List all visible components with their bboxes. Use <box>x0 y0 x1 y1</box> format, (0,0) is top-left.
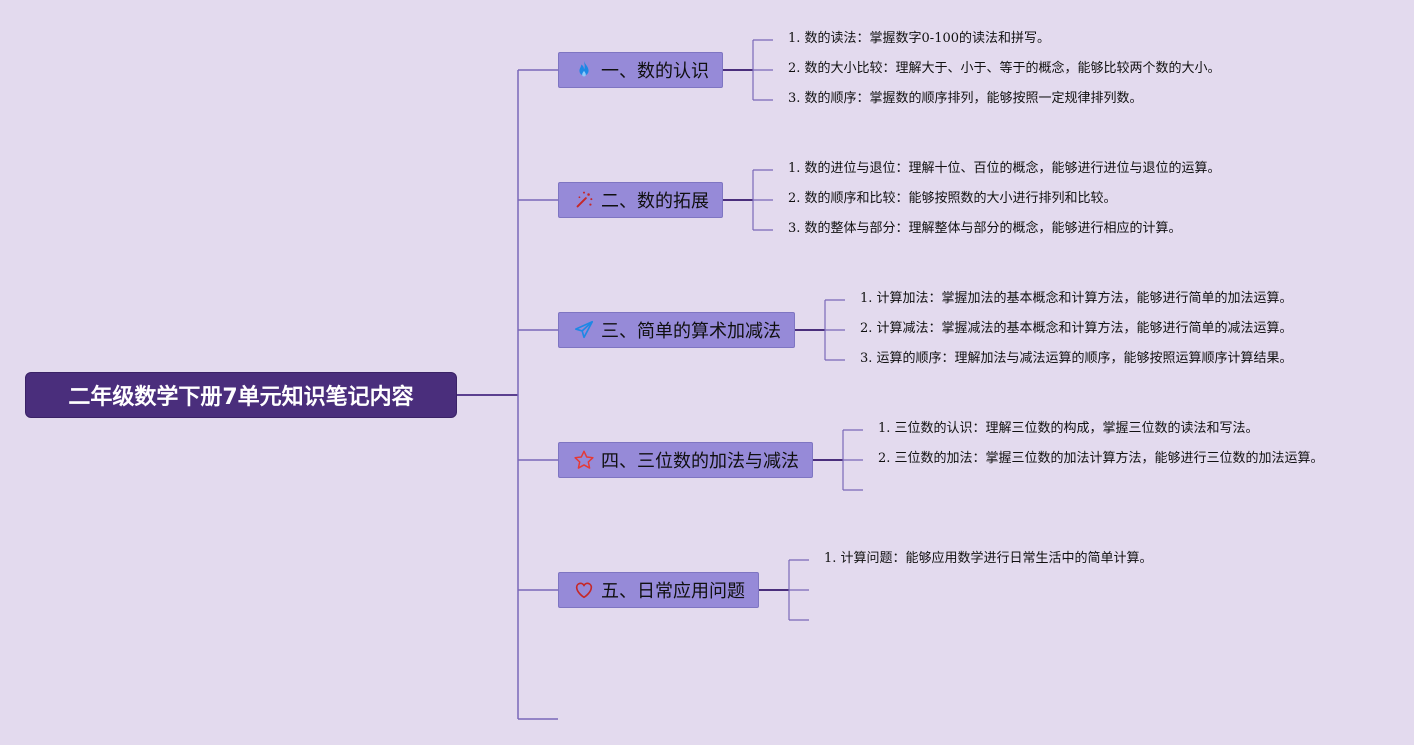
magic-wand-icon <box>573 189 595 211</box>
branch-label: 四、三位数的加法与减法 <box>601 451 799 472</box>
leaf-topic[interactable]: 3. 运算的顺序：理解加法与减法运算的顺序，能够按照运算顺序计算结果。 <box>860 351 1293 366</box>
branch-topic-3[interactable]: 三、简单的算术加减法 <box>558 312 795 348</box>
leaf-topic[interactable]: 1. 数的进位与退位：理解十位、百位的概念，能够进行进位与退位的运算。 <box>788 161 1221 176</box>
branch-label: 五、日常应用问题 <box>601 581 745 602</box>
branch-topic-5[interactable]: 五、日常应用问题 <box>558 572 759 608</box>
branch-topic-2[interactable]: 二、数的拓展 <box>558 182 723 218</box>
leaf-topic[interactable]: 2. 计算减法：掌握减法的基本概念和计算方法，能够进行简单的减法运算。 <box>860 321 1293 336</box>
leaf-topic[interactable]: 1. 数的读法：掌握数字0-100的读法和拼写。 <box>788 31 1051 46</box>
branch-topic-1[interactable]: 一、数的认识 <box>558 52 723 88</box>
heart-icon <box>573 579 595 601</box>
leaf-topic[interactable]: 3. 数的整体与部分：理解整体与部分的概念，能够进行相应的计算。 <box>788 221 1182 236</box>
fire-icon <box>573 59 595 81</box>
branch-label: 三、简单的算术加减法 <box>601 321 781 342</box>
leaf-topic[interactable]: 2. 数的大小比较：理解大于、小于、等于的概念，能够比较两个数的大小。 <box>788 61 1221 76</box>
root-topic[interactable]: 二年级数学下册7单元知识笔记内容 <box>25 372 457 418</box>
leaf-topic[interactable]: 2. 数的顺序和比较：能够按照数的大小进行排列和比较。 <box>788 191 1117 206</box>
branch-label: 二、数的拓展 <box>601 191 709 212</box>
leaf-topic[interactable]: 1. 计算问题：能够应用数学进行日常生活中的简单计算。 <box>824 551 1153 566</box>
leaf-topic[interactable]: 1. 三位数的认识：理解三位数的构成，掌握三位数的读法和写法。 <box>878 421 1259 436</box>
branch-topic-4[interactable]: 四、三位数的加法与减法 <box>558 442 813 478</box>
leaf-topic[interactable]: 3. 数的顺序：掌握数的顺序排列，能够按照一定规律排列数。 <box>788 91 1143 106</box>
leaf-topic[interactable]: 1. 计算加法：掌握加法的基本概念和计算方法，能够进行简单的加法运算。 <box>860 291 1293 306</box>
branch-label: 一、数的认识 <box>601 61 709 82</box>
leaf-topic[interactable]: 2. 三位数的加法：掌握三位数的加法计算方法，能够进行三位数的加法运算。 <box>878 451 1324 466</box>
star-icon <box>573 449 595 471</box>
paper-plane-icon <box>573 319 595 341</box>
